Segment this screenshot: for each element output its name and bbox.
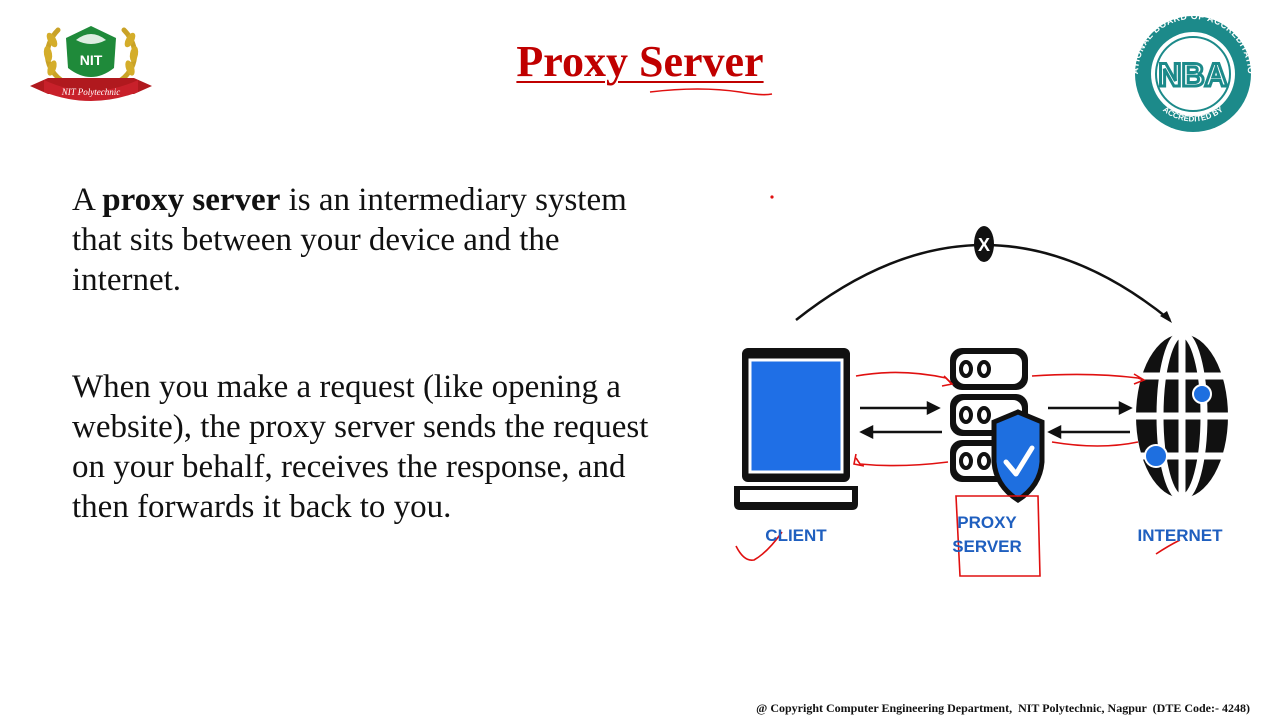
page-title: Proxy Server [516, 37, 764, 86]
nit-ribbon-text: NIT Polytechnic [61, 87, 121, 97]
footer-copyright: @ Copyright Computer Engineering Departm… [756, 701, 1250, 715]
proxy-label-line2: SERVER [952, 537, 1022, 556]
definition-prefix: A [72, 182, 103, 218]
red-annotation-underline [649, 88, 773, 96]
blocked-marker [974, 226, 994, 262]
red-annotations [735, 371, 1181, 577]
explanation-paragraph: When you make a request (like opening a … [72, 369, 649, 525]
nba-accreditation-logo: NATIONAL BOARD OF ACCREDITATION ACCREDIT… [1118, 14, 1256, 132]
definition-paragraph: A proxy server is an intermediary system… [72, 180, 672, 300]
definition-body: is an intermediary system that sits betw… [72, 182, 627, 298]
blocked-x-icon: X [978, 235, 990, 255]
proxy-server-icon [950, 348, 1045, 503]
definition-term: proxy server [102, 182, 281, 218]
client-label: CLIENT [765, 526, 827, 545]
nit-polytechnic-logo: NIT NIT Polytechnic [30, 26, 152, 101]
proxy-label-line1: PROXY [957, 513, 1017, 532]
proxy-diagram: X [734, 195, 1240, 577]
client-laptop-icon [734, 348, 858, 510]
shield-icon [991, 409, 1045, 503]
internet-globe-icon [1104, 330, 1240, 502]
nit-logo-text: NIT [80, 52, 103, 68]
nba-center-text: NBA [1158, 57, 1227, 93]
internet-label: INTERNET [1138, 526, 1224, 545]
direct-arc-arrowhead [1160, 311, 1172, 323]
